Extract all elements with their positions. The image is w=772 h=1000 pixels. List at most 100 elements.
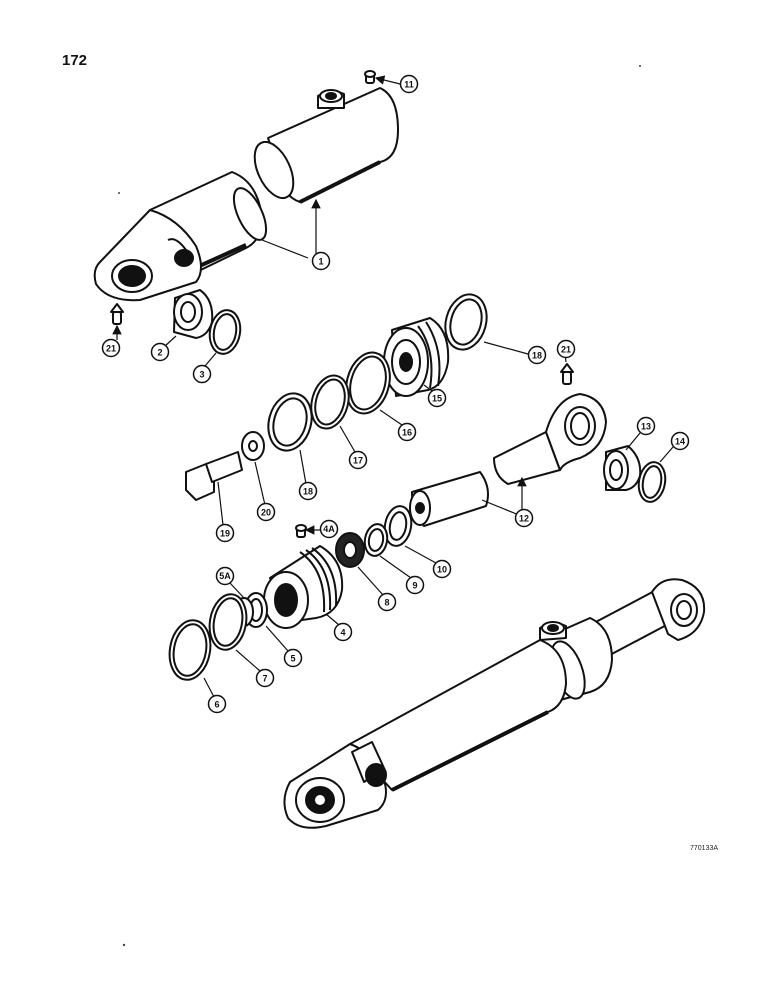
leader-2 (164, 335, 177, 347)
callout-1: 1 (311, 251, 331, 271)
callout-11: 11 (399, 74, 419, 94)
grease-fitting-21a-part (110, 303, 124, 325)
callout-14: 14 (670, 431, 690, 451)
svg-text:4A: 4A (323, 524, 335, 534)
seal-10-part (383, 505, 413, 547)
leader-19 (217, 481, 224, 526)
wear-ring-18a-part (444, 293, 488, 351)
callout-12: 12 (514, 508, 534, 528)
callout-18a: 18 (527, 345, 547, 365)
drawing-code: 770133A (690, 845, 719, 852)
callout-20: 20 (256, 502, 276, 522)
snap-ring-3-part (208, 309, 242, 355)
callouts: 1 2 3 4 4A 5 5 (101, 74, 690, 714)
plug-4a-part (295, 524, 307, 538)
leader-12a (481, 499, 520, 516)
svg-text:11: 11 (404, 80, 414, 90)
leader-15 (423, 384, 433, 392)
callout-19: 19 (215, 523, 235, 543)
snap-ring-14-part (637, 461, 667, 503)
svg-text:18: 18 (532, 351, 542, 361)
leader-18a (483, 341, 529, 355)
svg-text:4: 4 (340, 628, 345, 638)
svg-text:3: 3 (199, 370, 204, 380)
svg-text:9: 9 (412, 581, 417, 591)
seal-17-part (310, 374, 350, 430)
leader-lines (112, 75, 674, 698)
svg-text:18: 18 (303, 487, 313, 497)
callout-21a: 21 (101, 338, 121, 358)
callout-4a: 4A (319, 519, 339, 539)
leader-16 (379, 409, 403, 426)
svg-text:10: 10 (437, 565, 447, 575)
callout-21b: 21 (556, 339, 576, 359)
svg-text:6: 6 (214, 700, 219, 710)
callout-15: 15 (427, 388, 447, 408)
leader-5a (229, 582, 245, 599)
backup-ring-7-part (208, 593, 248, 651)
bushing-2-part (173, 289, 214, 339)
svg-text:20: 20 (261, 508, 271, 518)
svg-text:17: 17 (353, 456, 363, 466)
leader-1a (261, 239, 309, 259)
leader-7 (235, 649, 261, 672)
wear-ring-18b-part (267, 392, 313, 452)
leader-4 (325, 613, 340, 626)
leader-18b (299, 449, 307, 485)
svg-text:21: 21 (561, 345, 571, 355)
callout-2: 2 (150, 342, 170, 362)
washer-20-part (241, 431, 265, 461)
leader-5 (265, 625, 289, 652)
piston-rod-12-part (409, 393, 607, 527)
cylinder-barrel-part (93, 87, 399, 302)
leader-9 (379, 555, 412, 579)
page-number: 172 (62, 52, 88, 69)
leader-11 (374, 75, 401, 85)
callout-4: 4 (333, 622, 353, 642)
plug-11-part (364, 70, 376, 84)
svg-text:15: 15 (432, 394, 442, 404)
svg-text:5: 5 (290, 654, 295, 664)
leader-13 (625, 432, 641, 451)
callout-3: 3 (192, 364, 212, 384)
gland-4-part (263, 545, 344, 629)
svg-text:2: 2 (157, 348, 162, 358)
leader-20 (254, 461, 266, 506)
svg-text:5A: 5A (219, 571, 231, 581)
svg-text:16: 16 (402, 428, 412, 438)
callout-8: 8 (377, 592, 397, 612)
callout-17: 17 (348, 450, 368, 470)
svg-text:7: 7 (262, 674, 267, 684)
callout-6: 6 (207, 694, 227, 714)
svg-text:8: 8 (384, 598, 389, 608)
grease-fitting-21b-part (560, 363, 574, 385)
svg-text:19: 19 (220, 529, 230, 539)
seal-16-part (345, 351, 391, 415)
callout-18b: 18 (298, 481, 318, 501)
callout-5a: 5A (215, 566, 235, 586)
svg-text:21: 21 (106, 344, 116, 354)
bushing-13-part (603, 445, 642, 491)
wiper-8-part (335, 532, 365, 568)
svg-text:1: 1 (318, 257, 323, 267)
svg-text:13: 13 (641, 422, 651, 432)
assembled-cylinder (283, 578, 706, 829)
o-ring-6-part (168, 619, 212, 681)
callout-5: 5 (283, 648, 303, 668)
leader-6 (203, 677, 215, 698)
leader-3 (204, 352, 217, 367)
callout-9: 9 (405, 575, 425, 595)
scan-specks (118, 65, 641, 947)
backup-ring-9-part (363, 523, 389, 557)
bolt-19-part (185, 451, 243, 501)
leader-8 (357, 566, 384, 596)
callout-13: 13 (636, 416, 656, 436)
leader-10 (404, 545, 437, 564)
leader-14 (659, 446, 674, 463)
leader-17 (339, 425, 356, 453)
svg-text:14: 14 (675, 437, 685, 447)
svg-text:12: 12 (519, 514, 529, 524)
piston-15-part (383, 317, 450, 397)
